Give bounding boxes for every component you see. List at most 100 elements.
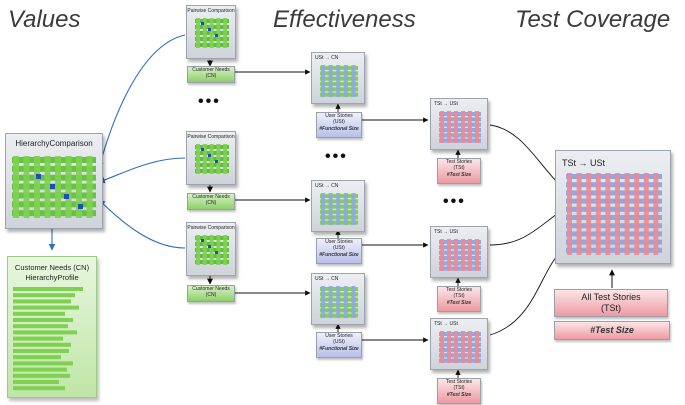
column-strip (343, 193, 348, 225)
column-strip (76, 156, 82, 218)
row-strip (566, 198, 662, 204)
profile-bar (13, 318, 73, 322)
title-values: Values (8, 6, 81, 33)
user-stories-box-2: User Stories(USt)#Functional Size (316, 238, 362, 264)
ts-line1: Test Stories (445, 379, 473, 385)
column-strip (202, 144, 207, 174)
functional-size: #Functional Size (319, 346, 359, 352)
profile-bar (13, 311, 65, 316)
column-strip (447, 331, 451, 363)
ts-us-label: TSt → USt (434, 229, 458, 235)
profile-bar (13, 349, 69, 353)
ts-us-matrix-1: TSt → USt (430, 98, 488, 150)
column-strip (567, 173, 572, 255)
all-ts-line1: All Test Stories (581, 292, 641, 302)
us-cn-label: USt → CN (315, 276, 339, 282)
column-strip (343, 286, 348, 318)
column-strip (209, 18, 214, 48)
profile-bar (13, 373, 70, 378)
hierarchy-grid (12, 156, 96, 218)
column-strip (86, 156, 93, 218)
ellipsis-3: ••• (443, 193, 466, 210)
row-strip (12, 192, 96, 199)
big-matrix-title: TSt → USt (562, 158, 606, 168)
column-strip (196, 144, 200, 174)
us-line2: (USt) (333, 119, 345, 125)
pairwise-panel-3: Pairwise Comparison (186, 222, 236, 276)
column-strip (13, 156, 19, 218)
row-strip (566, 231, 662, 237)
arrow-pw2-to-hierarchy (98, 157, 186, 184)
column-strip (468, 111, 472, 143)
pairwise-grid (195, 235, 229, 265)
big-ts-us-matrix: TSt → USt (555, 150, 671, 264)
column-strip (447, 111, 451, 143)
column-strip (586, 173, 592, 255)
column-strip (216, 235, 221, 265)
row-strip (439, 245, 481, 250)
pairwise-grid (195, 18, 229, 48)
column-strip (209, 235, 214, 265)
ts-line2: (TSt) (453, 385, 465, 391)
column-strip (624, 173, 630, 255)
ts-line2: (TSt) (453, 165, 465, 171)
column-strip (321, 286, 325, 318)
big-matrix-grid (566, 173, 662, 255)
column-strip (223, 18, 228, 48)
cn-line1: Customer Needs (192, 194, 230, 200)
column-strip (209, 144, 214, 174)
row-strip (12, 165, 96, 172)
us-line1: User Stories (325, 333, 353, 339)
row-strip (439, 332, 481, 336)
test-stories-box-3: Test Stories(TSt)#Test Size (437, 378, 481, 404)
column-strip (223, 235, 228, 265)
title-test-coverage: Test Coverage (515, 6, 671, 33)
column-strip (223, 144, 228, 174)
pairwise-label: Pairwise Comparison (187, 8, 235, 14)
ts-us-matrix-3: TSt → USt (430, 318, 488, 370)
profile-bar (13, 293, 75, 298)
customer-needs-box-1: Customer Needs(CN) (187, 66, 235, 83)
customer-needs-box-3: Customer Needs(CN) (187, 285, 235, 302)
all-ts-line2: (TSt) (601, 303, 621, 313)
us-cn-matrix-3: USt → CN (311, 273, 365, 325)
column-strip (468, 331, 472, 363)
row-strip (12, 201, 96, 208)
column-strip (461, 331, 465, 363)
column-strip (202, 235, 207, 265)
us-cn-label: USt → CN (315, 55, 339, 61)
ts-line1: Test Stories (445, 287, 473, 293)
profile-bar (13, 342, 71, 347)
hierarchy-comparison-panel: HierarchyComparison (5, 133, 103, 229)
profile-bar (13, 324, 68, 329)
profile-title-line2: HierarchyProfile (25, 273, 79, 282)
row-strip (439, 266, 481, 271)
cn-line1: Customer Needs (192, 67, 230, 73)
profile-title-line1: Customer Needs (CN) (14, 263, 90, 272)
column-strip (328, 193, 333, 225)
ellipsis-2: ••• (325, 148, 348, 165)
column-strip (216, 144, 221, 174)
row-strip (12, 157, 96, 163)
hierarchy-profile-panel: Customer Needs (CN) HierarchyProfile (7, 256, 97, 398)
row-strip (439, 138, 481, 143)
column-strip (440, 331, 444, 363)
row-strip (439, 256, 481, 260)
row-strip (439, 348, 481, 352)
us-cn-grid (320, 65, 358, 97)
column-strip (55, 156, 61, 218)
column-strip (634, 173, 640, 255)
column-strip (454, 239, 458, 271)
all-test-size-box: #Test Size (554, 321, 670, 340)
column-strip (447, 239, 451, 271)
column-strip (216, 18, 221, 48)
column-strip (202, 18, 207, 48)
column-strip (343, 65, 348, 97)
row-strip (566, 190, 662, 196)
title-effectiveness: Effectiveness (273, 6, 416, 33)
column-strip (336, 286, 341, 318)
row-strip (566, 215, 662, 220)
column-strip (605, 173, 611, 255)
diagonal-cell (208, 28, 211, 31)
ts-us-matrix-2: TSt → USt (430, 226, 488, 278)
